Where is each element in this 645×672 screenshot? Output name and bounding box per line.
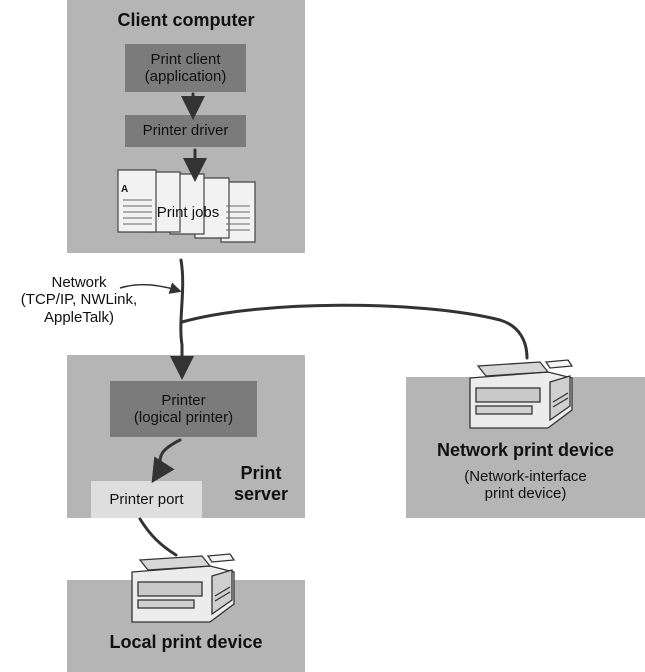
network-print-device-title: Network print device — [436, 440, 615, 460]
local-print-device-title: Local print device — [109, 632, 263, 652]
printer-port-box: Printer port — [91, 481, 202, 518]
network-label-pointer — [119, 282, 182, 294]
client-computer-title: Client computer — [117, 10, 255, 30]
print-client-box: Print client (application) — [125, 44, 246, 92]
print-job-page-letter: A — [121, 184, 129, 195]
print-server-title: Print server — [233, 463, 289, 504]
network-branch-line — [180, 303, 529, 360]
logical-printer-box: Printer (logical printer) — [110, 381, 257, 437]
network-printer-icon — [469, 359, 574, 429]
network-label: Network (TCP/IP, NWLink, AppleTalk) — [20, 274, 138, 326]
print-job-page — [117, 169, 157, 233]
local-printer-cable — [138, 517, 178, 557]
network-print-device-subtitle: (Network-interface print device) — [464, 468, 587, 503]
printer-driver-box: Printer driver — [125, 115, 246, 147]
local-printer-icon — [131, 553, 236, 623]
print-jobs-label: Print jobs — [156, 204, 220, 221]
network-trunk-line — [170, 258, 194, 380]
arrow-printer-to-port — [151, 438, 182, 484]
